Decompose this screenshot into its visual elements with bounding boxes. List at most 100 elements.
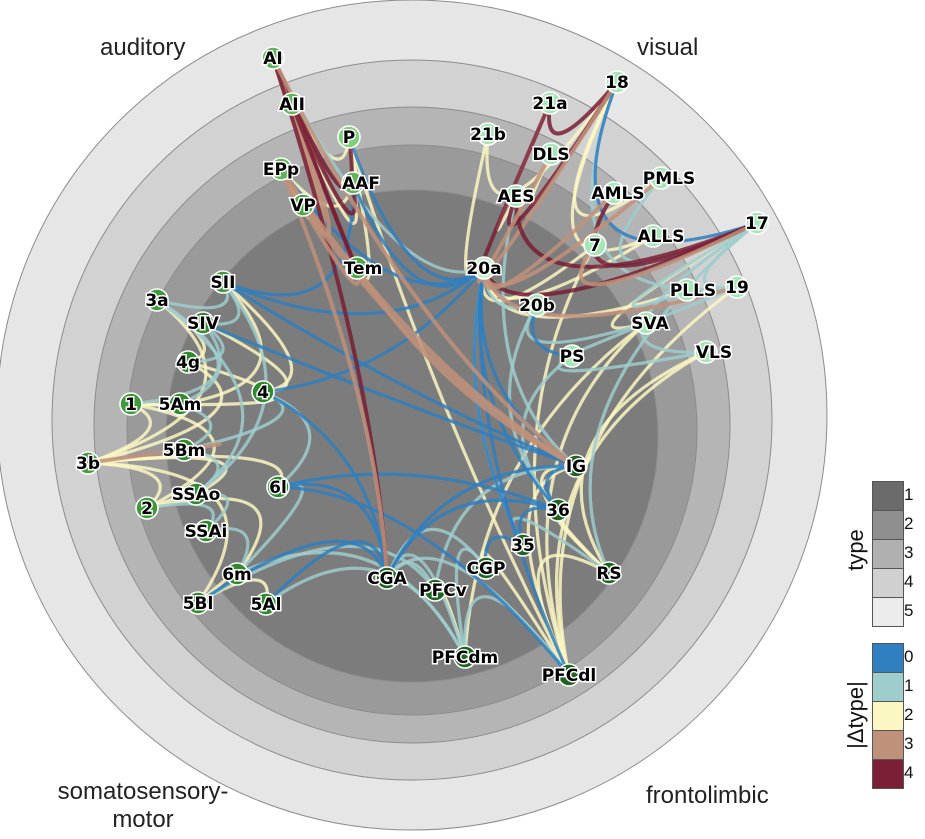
node-P[interactable]: P [337,125,361,150]
type-legend-swatches [872,481,904,627]
node-7[interactable]: 7 [583,233,607,258]
node-marker [345,256,369,280]
node-DLS[interactable]: DLS [531,142,571,167]
node-marker [423,578,447,602]
node-3a[interactable]: 3a [144,288,170,313]
edge-VLS-PFCdl [555,350,708,677]
edge-PFCdl-SVA [545,321,648,677]
node-marker [280,92,304,116]
node-PS[interactable]: PS [558,344,586,369]
node-label: CGA [367,569,407,589]
node-35[interactable]: 35 [510,533,536,558]
node-label: DLS [532,145,569,165]
node-CGP[interactable]: CGP [465,556,507,581]
node-5Al[interactable]: 5Al [249,592,283,617]
delta-legend-level-label: 0 [904,647,914,666]
node-label: 20a [466,259,501,279]
node-SSAi[interactable]: SSAi [183,519,229,544]
node-ALLS[interactable]: ALLS [636,224,686,249]
node-label: EPp [263,160,299,180]
node-EPp[interactable]: EPp [261,157,301,182]
node-18[interactable]: 18 [604,70,630,95]
delta-legend-level-label: 4 [904,763,914,782]
node-label: SIV [187,314,220,334]
node-20a[interactable]: 20a [465,256,503,281]
node-label: PFCdm [432,648,498,668]
type-legend-level-label: 1 [904,485,914,504]
edge-SII-IG [221,280,578,468]
node-SII[interactable]: SII [209,270,237,295]
node-AI[interactable]: AI [261,46,285,71]
edge-2-6m [145,496,263,576]
node-AES[interactable]: AES [496,184,536,209]
edge-4-20a [261,266,486,394]
node-6l[interactable]: 6l [266,475,290,500]
node-label: 5Bm [163,441,206,461]
node-RS[interactable]: RS [595,561,623,586]
node-label: 5Bl [183,594,214,614]
node-AII[interactable]: AII [278,92,306,117]
node-PMLS[interactable]: PMLS [641,166,697,191]
node-Tem[interactable]: Tem [342,256,384,281]
node-marker [194,519,218,543]
node-4g[interactable]: 4g [175,350,202,375]
node-19[interactable]: 19 [724,275,750,300]
node-4[interactable]: 4 [251,380,275,405]
type-legend-swatch-1 [873,482,903,511]
node-label: PMLS [643,169,695,189]
node-20b[interactable]: 20b [518,293,556,318]
node-3b[interactable]: 3b [75,451,102,476]
delta-legend-level-label: 2 [904,705,914,724]
node-SSAo[interactable]: SSAo [170,482,222,507]
node-IG[interactable]: IG [564,454,588,479]
node-label: AMLS [591,184,644,204]
delta-legend-level-label: 3 [904,734,914,753]
node-5Am[interactable]: 5Am [157,392,203,417]
node-label: AAF [342,174,380,194]
edge-CGP-PFCdm [454,547,488,659]
node-SVA[interactable]: SVA [630,311,671,336]
edge-3b-5Bl [86,461,229,605]
node-VLS[interactable]: VLS [694,340,734,365]
node-CGA[interactable]: CGA [366,566,409,591]
edge-3b-4g [86,360,224,465]
node-21b[interactable]: 21b [469,122,507,147]
node-marker [564,454,588,478]
node-VP[interactable]: VP [289,193,317,218]
node-AMLS[interactable]: AMLS [590,181,646,206]
edge-AI-IG [271,56,578,468]
node-AAF[interactable]: AAF [341,171,381,196]
node-1[interactable]: 1 [119,392,143,417]
node-label: 3b [76,454,100,474]
node-label: SSAi [185,522,228,542]
node-5Bm[interactable]: 5Bm [161,438,207,463]
node-label: SII [211,273,236,293]
node-marker [525,293,549,317]
node-SIV[interactable]: SIV [186,311,221,336]
node-PLLS[interactable]: PLLS [668,278,718,303]
node-label: PFCv [419,581,467,601]
node-2[interactable]: 2 [135,496,159,521]
edge-20a-PFCdl [479,266,571,677]
node-6m[interactable]: 6m [221,562,253,587]
node-PFCdl[interactable]: PFCdl [540,663,598,688]
node-label: 4 [257,383,269,403]
node-label: Tem [344,259,383,279]
node-label: RS [596,564,621,584]
node-label: P [343,128,355,148]
region-label-somatomotor: somatosensory- motor [57,778,229,833]
edge-SII-5Am [178,280,263,406]
node-21a[interactable]: 21a [531,91,569,116]
node-label: AI [263,49,282,69]
node-marker [546,498,570,522]
node-5Bl[interactable]: 5Bl [181,591,215,616]
node-marker [472,256,496,280]
node-17[interactable]: 17 [744,211,770,236]
edge-P-20a [347,135,486,281]
node-marker [251,380,275,404]
edge-SII-20a [221,266,486,316]
node-marker [511,533,535,557]
node-PFCv[interactable]: PFCv [418,578,468,603]
node-36[interactable]: 36 [545,498,571,523]
node-PFCdm[interactable]: PFCdm [430,645,500,670]
